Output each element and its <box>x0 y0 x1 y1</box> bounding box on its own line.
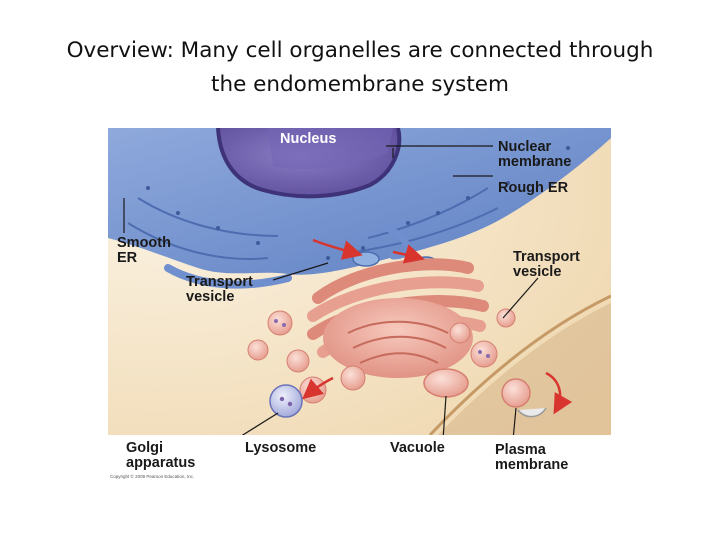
label-rough-er: Rough ER <box>498 180 569 196</box>
lysosome <box>269 384 303 418</box>
plasma-membrane-vesicle <box>501 378 547 418</box>
label-golgi-apparatus: Golgi apparatus <box>126 440 196 471</box>
label-plasma-membrane: Plasma membrane <box>495 442 569 473</box>
vacuole <box>423 368 469 398</box>
copyright-notice: Copyright © 2009 Pearson Education, Inc. <box>110 474 195 479</box>
endomembrane-diagram <box>108 128 611 435</box>
label-transport-vesicle-left: Transport vesicle <box>186 274 253 305</box>
golgi-apparatus <box>307 258 489 378</box>
title-line-1: Overview: Many cell organelles are conne… <box>66 38 654 63</box>
label-leader-lines <box>123 145 539 435</box>
label-nucleus: Nucleus <box>280 131 337 147</box>
label-vacuole: Vacuole <box>390 440 445 456</box>
label-smooth-er: Smooth ER <box>117 235 171 266</box>
nucleus <box>216 128 402 199</box>
title-line-2: the endomembrane system <box>211 72 509 97</box>
label-lysosome: Lysosome <box>245 440 317 456</box>
transport-arrows <box>302 238 573 415</box>
slide-title: Overview: Many cell organelles are conne… <box>0 34 720 102</box>
label-nuclear-membrane: Nuclear membrane <box>498 139 572 170</box>
label-transport-vesicle-right: Transport vesicle <box>513 249 580 280</box>
